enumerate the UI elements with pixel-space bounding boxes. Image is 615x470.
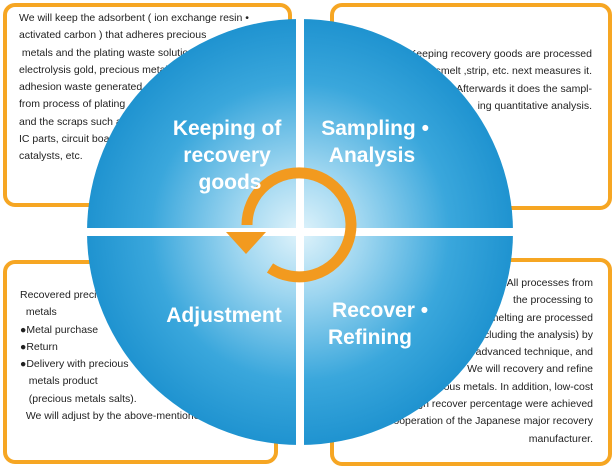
description-line: We will recovery and refine <box>467 363 593 376</box>
description-line: Afterwards it does the sampl- <box>456 82 592 95</box>
description-line: metals product <box>20 375 98 388</box>
description-line: ●Return <box>20 340 58 353</box>
description-line: precious metals. In addition, low-cost <box>420 380 593 393</box>
description-line: activated carbon ) that adheres precious <box>19 29 207 42</box>
description-line: We will keep the adsorbent ( ion exchang… <box>19 12 249 24</box>
description-line: ●Metal purchase <box>20 323 99 336</box>
label-keeping: Keeping of recovery goods <box>173 117 287 194</box>
description-line: metals <box>20 306 57 319</box>
description-line: All processes from <box>506 277 593 289</box>
label-sampling: Sampling • Analysis <box>321 117 435 167</box>
description-line: adhesion waste generated <box>19 81 143 94</box>
label-refining: Recover • Refining <box>328 299 434 349</box>
description-line: catalysts, etc. <box>19 150 83 163</box>
description-line: the processing to <box>513 294 593 307</box>
description-line: from process of plating <box>19 98 126 111</box>
description-line: (precious metals salts). <box>20 392 137 405</box>
label-adjustment: Adjustment <box>166 304 282 327</box>
description-line: metals and the plating waste solution, <box>19 46 198 59</box>
description-keeping: We will keep the adsorbent ( ion exchang… <box>19 10 249 166</box>
description-line: manufacturer. <box>528 432 593 445</box>
circular-arrow-icon <box>226 167 357 283</box>
description-line: ing quantitative analysis. <box>477 99 592 112</box>
description-adjustment: Recovered precious metals●Metal purchase… <box>20 287 252 425</box>
horizontal-divider <box>85 228 515 236</box>
description-line: ●Delivery with precious <box>20 358 129 371</box>
